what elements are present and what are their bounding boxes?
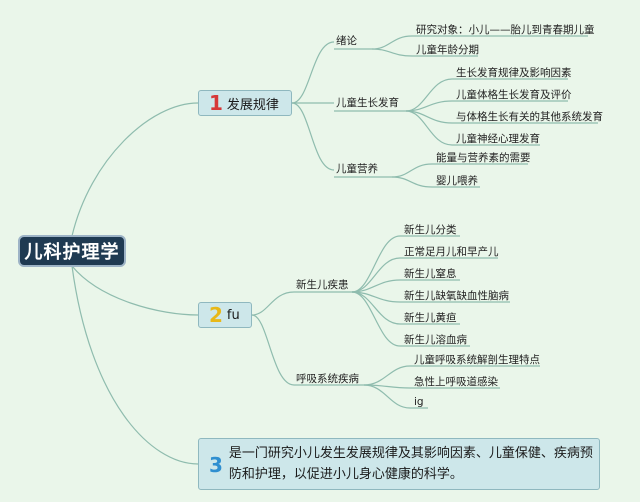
branch-number: 1 bbox=[209, 91, 223, 115]
leaf-growth-rules[interactable]: 生长发育规律及影响因素 bbox=[456, 67, 572, 79]
link-b1-xulun bbox=[291, 41, 335, 104]
node-respiratory-diseases[interactable]: 呼吸系统疾病 bbox=[296, 373, 359, 385]
leaf-hie[interactable]: 新生儿缺氧缺血性脑病 bbox=[404, 290, 509, 302]
leaf-jaundice[interactable]: 新生儿黄疸 bbox=[404, 312, 457, 324]
link-root-branch1 bbox=[71, 102, 199, 237]
node-nutrition[interactable]: 儿童营养 bbox=[336, 163, 378, 175]
link-b2-respiratory bbox=[251, 314, 295, 386]
node-xulun[interactable]: 绪论 bbox=[336, 35, 357, 47]
leaf-research-subject[interactable]: 研究对象：小儿——胎儿到青春期儿童 bbox=[416, 24, 595, 36]
leaf-term-preterm[interactable]: 正常足月儿和早产儿 bbox=[404, 246, 499, 258]
leaf-physical-growth[interactable]: 儿童体格生长发育及评价 bbox=[456, 89, 572, 101]
leaf-other-systems[interactable]: 与体格生长有关的其他系统发育 bbox=[456, 111, 603, 123]
node-growth-development[interactable]: 儿童生长发育 bbox=[336, 97, 399, 109]
branch-fu[interactable]: 2 fu bbox=[198, 302, 252, 328]
definition-text: 是一门研究小儿发生发展规律及其影响因素、儿童保健、疾病预防和护理，以促进小儿身心… bbox=[228, 446, 593, 482]
leaf-neuro-psych[interactable]: 儿童神经心理发育 bbox=[456, 133, 540, 145]
node-neonatal-disorders[interactable]: 新生儿疾患 bbox=[296, 279, 349, 291]
branch-number: 3 bbox=[209, 453, 223, 477]
leaf-respiratory-anatomy[interactable]: 儿童呼吸系统解剖生理特点 bbox=[414, 354, 540, 366]
link-b2-neonatal bbox=[251, 291, 295, 316]
branch-development-laws[interactable]: 1 发展规律 bbox=[198, 90, 292, 116]
root-node[interactable]: 儿科护理学 bbox=[18, 235, 126, 267]
branch-number: 2 bbox=[209, 303, 223, 327]
leaf-hemolytic[interactable]: 新生儿溶血病 bbox=[404, 334, 467, 346]
leaf-neonatal-classification[interactable]: 新生儿分类 bbox=[404, 224, 457, 236]
leaf-ig[interactable]: ig bbox=[414, 396, 424, 408]
branch-label: 发展规律 bbox=[226, 97, 279, 113]
leaf-asphyxia[interactable]: 新生儿窒息 bbox=[404, 268, 457, 280]
link-b1-nutrition bbox=[291, 102, 335, 171]
root-label: 儿科护理学 bbox=[24, 242, 120, 263]
leaf-energy-needs[interactable]: 能量与营养素的需要 bbox=[436, 152, 531, 164]
leaf-age-stages[interactable]: 儿童年龄分期 bbox=[416, 44, 479, 56]
leaf-uri[interactable]: 急性上呼吸道感染 bbox=[414, 376, 498, 388]
link-root-branch2 bbox=[71, 265, 199, 316]
leaf-infant-feeding[interactable]: 婴儿喂养 bbox=[436, 175, 478, 187]
link-root-branch3 bbox=[71, 265, 199, 465]
branch-definition[interactable]: 3 是一门研究小儿发生发展规律及其影响因素、儿童保健、疾病预防和护理，以促进小儿… bbox=[198, 438, 600, 490]
branch-label: fu bbox=[226, 307, 240, 323]
